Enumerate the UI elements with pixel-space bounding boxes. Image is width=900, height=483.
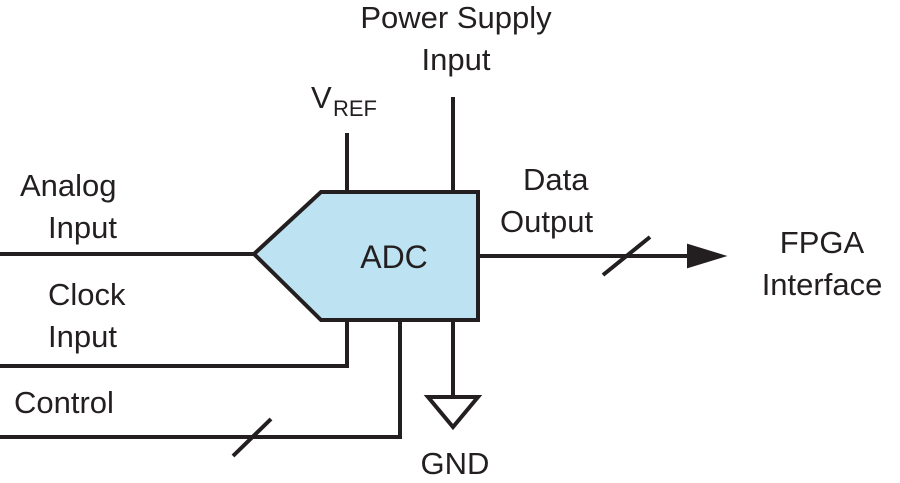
vref-label-main: V — [311, 80, 332, 115]
data-output-arrowhead — [687, 243, 728, 269]
gnd-label: GND — [421, 446, 490, 481]
clock-input-line — [0, 320, 349, 368]
control-bus-line — [0, 320, 402, 439]
analog-input-label-line1: Analog — [20, 168, 117, 203]
power-supply-label-line2: Input — [422, 42, 491, 77]
data-output-bus-slash — [601, 235, 652, 277]
fpga-interface-label-line2: Interface — [762, 267, 883, 302]
fpga-interface-label-line1: FPGA — [780, 225, 865, 260]
adc-block-label: ADC — [360, 239, 428, 275]
vref-label-subscript: REF — [333, 96, 377, 121]
power-supply-label-line1: Power Supply — [360, 0, 552, 35]
clock-input-label-line2: Input — [48, 319, 117, 354]
control-bus-slash — [231, 417, 273, 458]
analog-input-label-line2: Input — [48, 210, 117, 245]
ground-symbol — [423, 395, 483, 431]
data-output-label-line1: Data — [523, 162, 589, 197]
clock-input-label-line1: Clock — [48, 277, 126, 312]
control-label: Control — [14, 385, 114, 420]
data-output-label-line2: Output — [500, 204, 593, 239]
